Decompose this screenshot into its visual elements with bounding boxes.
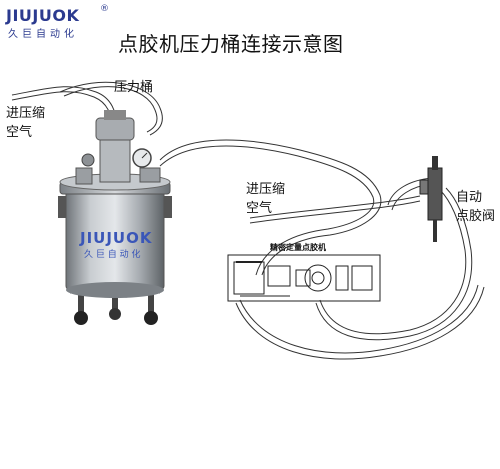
diagram-title: 点胶机压力桶连接示意图 [118, 32, 344, 56]
pressure-tank-label: 压力桶 [114, 80, 154, 95]
registered-mark: ® [100, 4, 109, 14]
logo-brand-text: JIUJUOK [6, 6, 80, 25]
valve-label-line1: 自动 [456, 190, 483, 205]
valve-label: 自动 点胶阀 [456, 188, 495, 226]
valve-hose-2 [239, 284, 479, 354]
fluid-hose [159, 139, 382, 276]
valve-label-line2: 点胶阀 [456, 209, 496, 224]
air-input-left-line2: 空气 [6, 125, 33, 140]
air-input-left-label: 进压缩 空气 [6, 104, 45, 142]
air-input-left-line1: 进压缩 [6, 106, 46, 121]
valve-hose-1 [319, 189, 467, 335]
air-input-mid-line1: 进压缩 [246, 182, 286, 197]
caster-wheel [74, 311, 88, 325]
tank-sub-text: 久 巨 自 动 化 [84, 248, 140, 260]
logo-subtitle: 久巨自动化 [8, 29, 78, 40]
machine-label: 精密定量点胶机 [270, 242, 326, 252]
dispensing-valve [419, 156, 443, 242]
air-input-mid-line2: 空气 [246, 201, 273, 216]
pressure-tank [58, 110, 172, 325]
company-logo: JIUJUOK ® 久巨自动化 [6, 4, 110, 42]
dispensing-machine [227, 254, 381, 302]
air-hose-mid [249, 195, 421, 219]
air-input-mid-label: 进压缩 空气 [246, 180, 285, 218]
air-hose-top [59, 81, 163, 136]
tank-brand-text: JIUJUOK [79, 229, 153, 247]
